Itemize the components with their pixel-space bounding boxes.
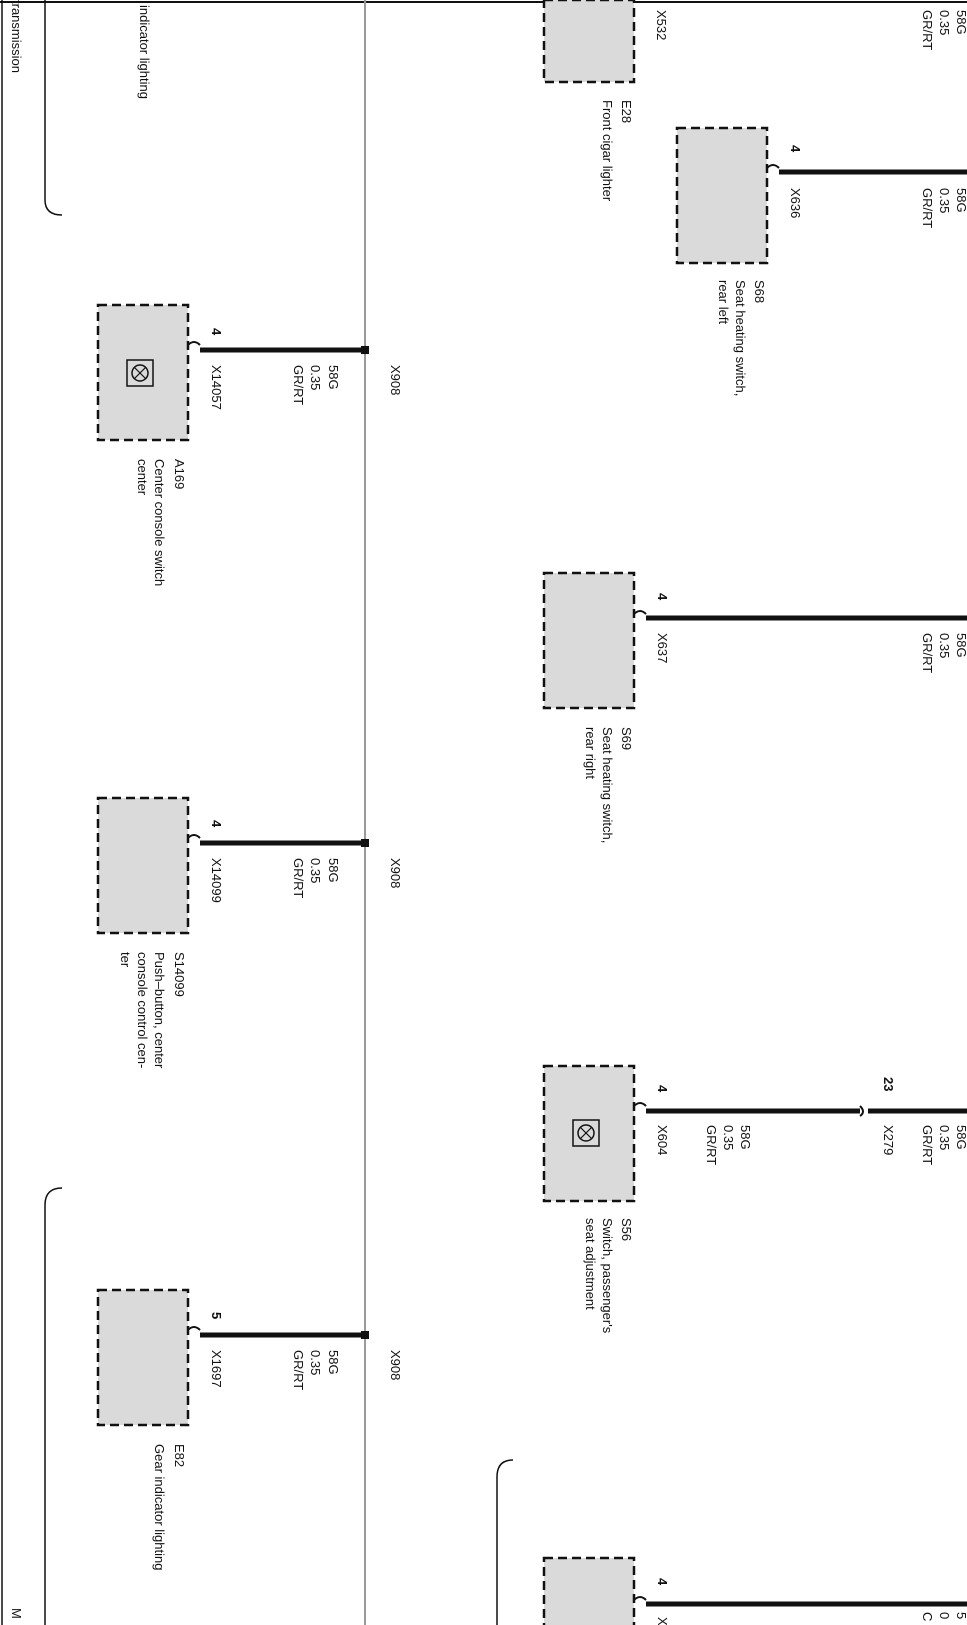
s14099-bus-connector: X908 bbox=[388, 858, 403, 888]
s56-pin: 4 bbox=[655, 1085, 670, 1093]
e82-label: Gear indicator lighting bbox=[152, 1444, 167, 1570]
br-pin: 4 bbox=[655, 1578, 670, 1586]
s56-wire-code: 58G bbox=[738, 1125, 753, 1150]
wire-d2-size: 0.35 bbox=[937, 1125, 952, 1150]
label-transmission: transmission bbox=[9, 0, 24, 73]
e82-wire-color: GR/RT bbox=[291, 1350, 306, 1390]
s56-label-2: seat adjustment bbox=[583, 1218, 598, 1310]
wire-s69 bbox=[633, 610, 967, 621]
component-e28 bbox=[542, 0, 636, 84]
e28-id: E28 bbox=[619, 100, 634, 123]
wire-a-size: 0.35 bbox=[937, 10, 952, 35]
wire-e-color: C bbox=[920, 1612, 935, 1621]
wire-c-code: 58G bbox=[954, 633, 967, 658]
a169-pin: 4 bbox=[209, 328, 224, 336]
component-a169 bbox=[96, 303, 190, 442]
wire-b-code: 58G bbox=[954, 188, 967, 213]
e82-wire-size: 0.35 bbox=[308, 1350, 323, 1375]
wire-a169 bbox=[187, 341, 369, 354]
a169-bus-connector: X908 bbox=[388, 365, 403, 395]
label-indicator-lighting: indicator lighting bbox=[137, 5, 152, 99]
a169-wire-code: 58G bbox=[326, 365, 341, 390]
wire-s56 bbox=[633, 1102, 967, 1117]
s14099-wire-color: GR/RT bbox=[291, 858, 306, 898]
s68-pin: 4 bbox=[788, 145, 803, 153]
s68-connector: X636 bbox=[788, 188, 803, 218]
a169-id: A169 bbox=[172, 459, 187, 489]
a169-wire-size: 0.35 bbox=[308, 365, 323, 390]
wire-a-color: GR/RT bbox=[920, 10, 935, 50]
lamp-icon bbox=[126, 359, 154, 387]
s14099-pin: 4 bbox=[209, 820, 224, 828]
e82-pin: 5 bbox=[209, 1312, 224, 1319]
e28-connector: X532 bbox=[654, 10, 669, 40]
s68-id: S68 bbox=[752, 280, 767, 303]
component-s69 bbox=[542, 571, 636, 710]
label-corner: M bbox=[9, 1608, 24, 1619]
s69-label-1: Seat heating switch, bbox=[600, 727, 615, 843]
s56-wire-size: 0.35 bbox=[721, 1125, 736, 1150]
wire-a-code: 58G bbox=[954, 10, 967, 35]
s69-connector: X637 bbox=[655, 633, 670, 663]
component-e82 bbox=[96, 1288, 190, 1427]
component-s56 bbox=[542, 1064, 636, 1203]
s56-id: S56 bbox=[619, 1218, 634, 1241]
s69-pin: 4 bbox=[655, 593, 670, 601]
s56-wire-color: GR/RT bbox=[704, 1125, 719, 1165]
a169-label-2: center bbox=[135, 459, 150, 496]
a169-connector: X14057 bbox=[209, 365, 224, 410]
bracket-bottom-left bbox=[44, 1187, 63, 1625]
s56-connector-x279: X279 bbox=[881, 1125, 896, 1155]
s14099-connector: X14099 bbox=[209, 858, 224, 903]
lamp-icon bbox=[572, 1119, 600, 1147]
bracket-top-left bbox=[44, 0, 63, 216]
wire-d2-color: GR/RT bbox=[920, 1125, 935, 1165]
wire-d2-code: 58G bbox=[954, 1125, 967, 1150]
wire-e82 bbox=[187, 1326, 369, 1339]
s68-label-2: rear left bbox=[716, 280, 731, 324]
e82-connector: X1697 bbox=[209, 1350, 224, 1388]
wire-c-size: 0.35 bbox=[937, 633, 952, 658]
component-s14099 bbox=[96, 796, 190, 935]
e82-bus-connector: X908 bbox=[388, 1350, 403, 1380]
s56-label-1: Switch, passenger's bbox=[600, 1218, 615, 1334]
s14099-label-3: ter bbox=[118, 952, 133, 968]
a169-label-1: Center console switch bbox=[152, 459, 167, 586]
s14099-label-1: Push–button, center bbox=[152, 952, 167, 1069]
s14099-wire-code: 58G bbox=[326, 858, 341, 883]
s69-id: S69 bbox=[619, 727, 634, 750]
s56-connector: X604 bbox=[655, 1125, 670, 1155]
wire-b-color: GR/RT bbox=[920, 188, 935, 228]
wire-c-color: GR/RT bbox=[920, 633, 935, 673]
br-connector: X bbox=[655, 1617, 670, 1625]
s14099-label-2: console control cen- bbox=[135, 952, 150, 1068]
wire-s14099 bbox=[187, 834, 369, 847]
s68-label-1: Seat heating switch, bbox=[733, 280, 748, 396]
wire-e-size: 0 bbox=[937, 1612, 952, 1619]
wire-b-size: 0.35 bbox=[937, 188, 952, 213]
a169-wire-color: GR/RT bbox=[291, 365, 306, 405]
s56-pin-23: 23 bbox=[881, 1077, 896, 1091]
component-s68 bbox=[675, 126, 769, 265]
s14099-wire-size: 0.35 bbox=[308, 858, 323, 883]
s14099-id: S14099 bbox=[172, 952, 187, 997]
e28-label: Front cigar lighter bbox=[600, 100, 615, 202]
e82-id: E82 bbox=[172, 1444, 187, 1467]
component-bottom-right bbox=[542, 1556, 636, 1625]
wire-e-code: 5 bbox=[954, 1612, 967, 1619]
bracket-bottom-right bbox=[496, 1459, 514, 1625]
wire-s68 bbox=[766, 164, 967, 175]
e82-wire-code: 58G bbox=[326, 1350, 341, 1375]
s69-label-2: rear right bbox=[583, 727, 598, 779]
wire-bottom-right bbox=[633, 1596, 967, 1607]
